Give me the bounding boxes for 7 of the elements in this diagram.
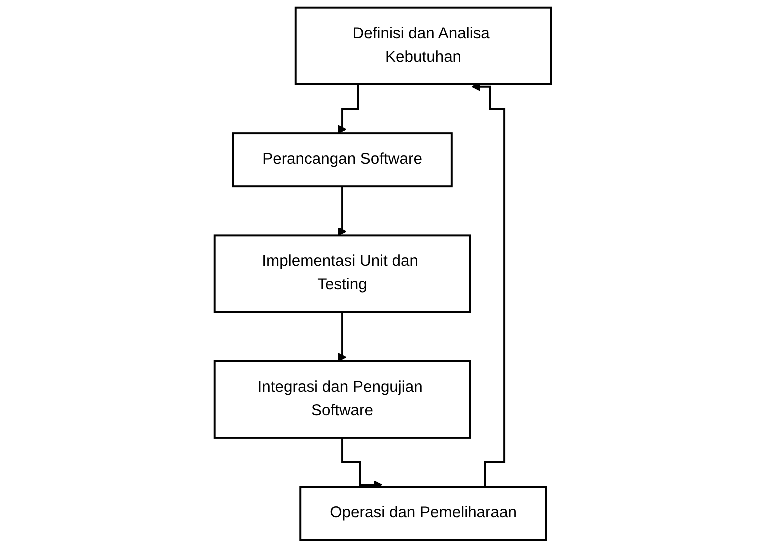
arrow — [338, 186, 347, 236]
node-box: Definisi dan Analisa Kebutuhan — [294, 6, 552, 86]
node-box: Integrasi dan Pengujian Software — [214, 360, 472, 439]
node-box: Perancangan Software — [232, 132, 453, 188]
arrow — [338, 311, 347, 362]
node-box: Operasi dan Pemeliharaan — [300, 486, 548, 542]
node-box: Implementasi Unit dan Testing — [214, 234, 472, 314]
